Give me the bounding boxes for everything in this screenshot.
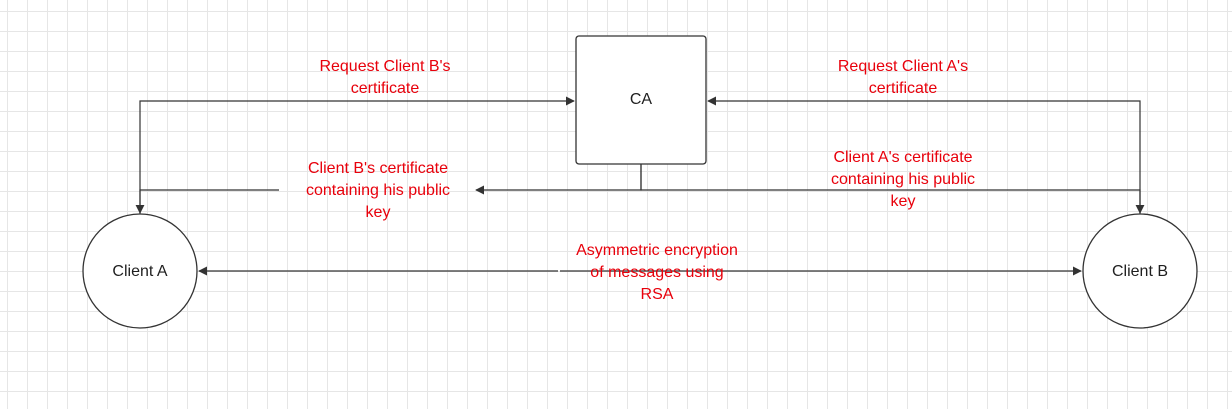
client-a-certificate-label: Client A's certificate containing his pu… xyxy=(830,149,976,210)
request-client-b-certificate-label: Request Client B's certificate xyxy=(319,58,451,97)
client-a-label: Client A xyxy=(112,262,168,280)
rsa-messaging-label: Asymmetric encryption of messages using … xyxy=(576,242,738,303)
client-b-certificate-arrow-stub xyxy=(135,189,279,214)
ca-label: CA xyxy=(629,90,653,108)
request-client-a-certificate-label: Request Client A's certificate xyxy=(837,58,969,97)
request-client-b-certificate-arrow[interactable] xyxy=(139,96,575,214)
client-a-certificate-arrow[interactable] xyxy=(640,164,1145,214)
client-b-label: Client B xyxy=(1111,262,1169,280)
client-b-certificate-label: Client B's certificate containing his pu… xyxy=(305,160,451,221)
client-b-certificate-arrow[interactable] xyxy=(475,164,642,195)
request-client-a-certificate-arrow[interactable] xyxy=(707,96,1141,214)
